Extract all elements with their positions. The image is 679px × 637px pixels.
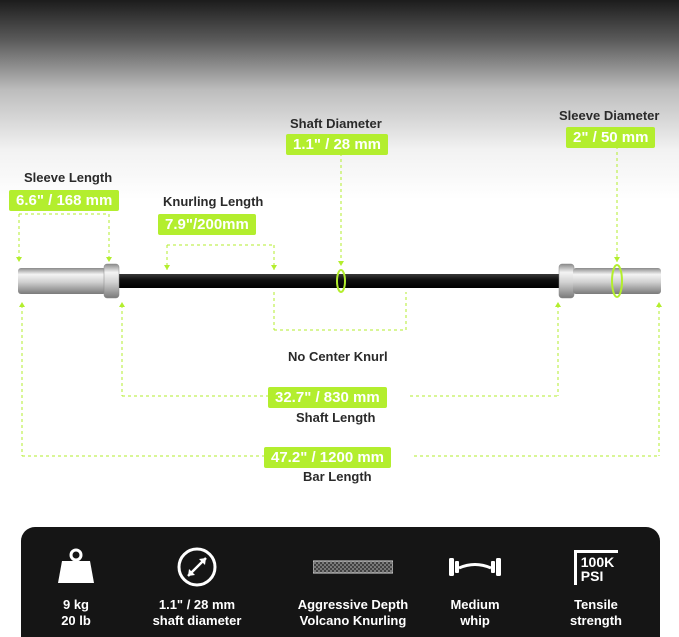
right-sleeve — [573, 268, 661, 294]
right-collar — [558, 263, 575, 299]
feature-whip-line1: Medium — [450, 597, 500, 612]
weight-icon — [16, 537, 136, 597]
sleeve-length-title: Sleeve Length — [24, 170, 113, 185]
feature-diameter-line1: 1.1" / 28 mm — [158, 597, 236, 612]
feature-panel: 9 kg 20 lb 1.1" / 28 mm shaft diameter — [21, 527, 660, 637]
psi-badge-line2: PSI — [580, 567, 604, 584]
feature-diameter: 1.1" / 28 mm shaft diameter — [137, 537, 257, 629]
sleeve-length-value: 6.6" / 168 mm — [9, 190, 120, 211]
shaft-length-value: 32.7" / 830 mm — [268, 387, 387, 408]
knurling-length-title: Knurling Length — [163, 194, 264, 209]
no-center-knurl-caption: No Center Knurl — [288, 349, 388, 364]
feature-tensile-line1: Tensile — [574, 597, 618, 612]
shaft-diameter-ring — [336, 269, 346, 293]
feature-weight-line2: 20 lb — [61, 613, 91, 628]
feature-tensile-line2: strength — [570, 613, 622, 628]
bar-length-caption: Bar Length — [303, 469, 372, 484]
feature-weight-line1: 9 kg — [62, 597, 89, 612]
knurling-icon — [278, 537, 428, 597]
barbell-diagram — [16, 146, 662, 457]
whip-icon — [415, 537, 535, 597]
feature-knurling-line2: Volcano Knurling — [299, 613, 407, 628]
bar-shaft — [118, 274, 563, 288]
sleeve-diameter-value: 2" / 50 mm — [566, 127, 656, 148]
feature-tensile: 100K PSI Tensile strength — [536, 537, 656, 629]
sleeve-diameter-title: Sleeve Diameter — [559, 108, 660, 123]
feature-whip-line2: whip — [460, 613, 490, 628]
shaft-length-caption: Shaft Length — [296, 410, 376, 425]
feature-diameter-line2: shaft diameter — [152, 613, 242, 628]
psi-badge-line1: 100K — [580, 553, 615, 570]
feature-knurling: Aggressive Depth Volcano Knurling — [278, 537, 428, 629]
sleeve-diameter-ring — [611, 264, 623, 298]
feature-weight: 9 kg 20 lb — [16, 537, 136, 629]
feature-whip: Medium whip — [415, 537, 535, 629]
left-sleeve — [18, 268, 106, 294]
bar-length-value: 47.2" / 1200 mm — [264, 447, 392, 468]
shaft-diameter-value: 1.1" / 28 mm — [286, 134, 388, 155]
shaft-diameter-title: Shaft Diameter — [290, 116, 382, 131]
feature-knurling-line1: Aggressive Depth — [297, 597, 409, 612]
diameter-icon — [137, 537, 257, 597]
psi-icon: 100K PSI — [536, 537, 656, 597]
left-collar — [103, 263, 120, 299]
knurling-length-value: 7.9"/200mm — [158, 214, 256, 235]
